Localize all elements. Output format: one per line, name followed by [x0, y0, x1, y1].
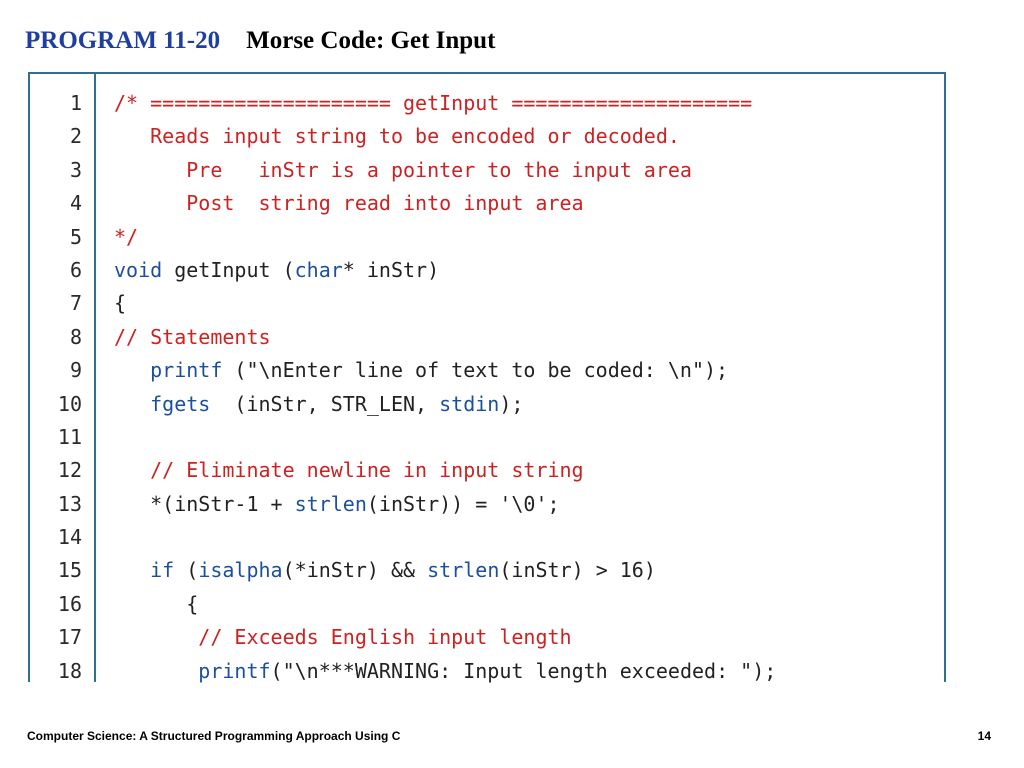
- code-text: Post string read into input area: [114, 187, 584, 220]
- code-identifier: strlen: [427, 558, 500, 583]
- code-token: [114, 458, 150, 482]
- code-text: void getInput (char* inStr): [114, 254, 439, 287]
- code-line: 8 // Statements: [30, 321, 944, 354]
- code-comment: /* ==================== getInput =======…: [114, 91, 753, 115]
- line-number: 4: [69, 191, 82, 216]
- line-number: 15: [57, 558, 82, 583]
- line-number: 8: [69, 324, 82, 349]
- line-number: 17: [57, 625, 82, 650]
- code-identifier: printf: [150, 358, 223, 383]
- code-line: 11: [30, 421, 944, 454]
- code-token: (inStr)) = '\0';: [366, 491, 560, 516]
- code-line: 15 if (isalpha(*inStr) && strlen(inStr) …: [30, 554, 944, 587]
- code-comment: // Eliminate newline in input string: [150, 458, 584, 483]
- line-number: 16: [57, 591, 82, 616]
- code-line: 16 {: [30, 588, 944, 621]
- code-comment: // Statements: [114, 324, 271, 349]
- code-keyword: void: [114, 257, 163, 282]
- line-number: 14: [57, 525, 82, 550]
- code-text: printf("\n***WARNING: Input length excee…: [114, 655, 776, 688]
- code-token: getInput (: [162, 257, 295, 282]
- line-number: 18: [57, 658, 82, 683]
- code-line: 3 Pre inStr is a pointer to the input ar…: [30, 154, 944, 187]
- code-comment: */: [114, 224, 139, 249]
- footer-page-number: 14: [977, 729, 991, 743]
- code-token: [114, 625, 198, 649]
- line-number: 1: [69, 91, 82, 115]
- line-number: 9: [69, 358, 82, 383]
- code-line: 2 Reads input string to be encoded or de…: [30, 120, 944, 153]
- code-keyword: char: [294, 257, 343, 282]
- code-token: [114, 358, 150, 382]
- code-line: 13 *(inStr-1 + strlen(inStr)) = '\0';: [30, 488, 944, 521]
- line-number: 3: [69, 157, 82, 182]
- code-comment: Reads input string to be encoded or deco…: [114, 124, 680, 149]
- code-token: (inStr, STR_LEN,: [210, 391, 440, 416]
- code-text: printf ("\nEnter line of text to be code…: [114, 354, 728, 387]
- code-comment: // Exceeds English input length: [198, 625, 572, 650]
- code-token: (: [174, 558, 199, 583]
- line-number: 11: [57, 424, 82, 449]
- line-number: 7: [69, 291, 82, 316]
- code-text: // Eliminate newline in input string: [114, 454, 584, 487]
- code-text: /* ==================== getInput =======…: [114, 87, 752, 120]
- code-line: 5 */: [30, 221, 944, 254]
- code-token: [114, 392, 150, 416]
- code-line: 10 fgets (inStr, STR_LEN, stdin);: [30, 388, 944, 421]
- code-token: ("\nEnter line of text to be coded: \n")…: [222, 358, 729, 383]
- code-lines: 1 /* ==================== getInput ======…: [30, 87, 944, 688]
- line-number: 2: [69, 124, 82, 149]
- code-keyword: if: [150, 558, 175, 583]
- code-token: ("\n***WARNING: Input length exceeded: "…: [270, 658, 777, 683]
- code-text: Reads input string to be encoded or deco…: [114, 120, 680, 153]
- code-token: [114, 659, 198, 683]
- code-line: 12 // Eliminate newline in input string: [30, 454, 944, 487]
- line-number: 10: [57, 391, 82, 416]
- code-token: (*inStr) &&: [282, 558, 428, 583]
- slide-title: PROGRAM 11-20 Morse Code: Get Input: [25, 24, 495, 58]
- code-text: */: [114, 221, 138, 254]
- code-line: 18 printf("\n***WARNING: Input length ex…: [30, 655, 944, 688]
- code-identifier: stdin: [439, 391, 500, 416]
- code-line: 4 Post string read into input area: [30, 187, 944, 220]
- code-text: *(inStr-1 + strlen(inStr)) = '\0';: [114, 488, 560, 521]
- program-label: PROGRAM 11-20: [25, 27, 221, 54]
- code-line: 6 void getInput (char* inStr): [30, 254, 944, 287]
- code-listing: 1 /* ==================== getInput ======…: [28, 72, 946, 683]
- code-text: {: [114, 588, 198, 621]
- code-identifier: fgets: [150, 391, 211, 416]
- line-number: 13: [57, 491, 82, 516]
- code-text: // Exceeds English input length: [114, 621, 572, 654]
- line-number: 6: [69, 257, 82, 282]
- program-title: Morse Code: Get Input: [246, 27, 496, 54]
- code-token: *(inStr-1 +: [114, 491, 295, 516]
- code-text: if (isalpha(*inStr) && strlen(inStr) > 1…: [114, 554, 656, 587]
- code-text: {: [114, 287, 126, 320]
- code-line: 14: [30, 521, 944, 554]
- code-token: );: [499, 391, 524, 416]
- code-token: {: [114, 591, 199, 616]
- code-line: 17 // Exceeds English input length: [30, 621, 944, 654]
- code-comment: Post string read into input area: [114, 191, 584, 216]
- code-token: {: [114, 291, 127, 316]
- code-line: 7{: [30, 287, 944, 320]
- code-token: (inStr) > 16): [499, 558, 656, 583]
- code-comment: Pre inStr is a pointer to the input area: [114, 157, 692, 182]
- code-token: * inStr): [342, 257, 440, 282]
- code-text: Pre inStr is a pointer to the input area: [114, 154, 692, 187]
- line-number: 5: [69, 224, 82, 249]
- code-line: 1 /* ==================== getInput ======…: [30, 87, 944, 120]
- code-text: fgets (inStr, STR_LEN, stdin);: [114, 388, 523, 421]
- footer-book-title: Computer Science: A Structured Programmi…: [27, 729, 401, 743]
- code-line: 9 printf ("\nEnter line of text to be co…: [30, 354, 944, 387]
- line-number-gutter: [30, 74, 96, 682]
- code-identifier: strlen: [294, 491, 367, 516]
- code-identifier: isalpha: [198, 558, 283, 583]
- code-identifier: printf: [198, 658, 271, 683]
- code-text: // Statements: [114, 321, 271, 354]
- line-number: 12: [57, 458, 82, 483]
- code-token: [114, 558, 150, 582]
